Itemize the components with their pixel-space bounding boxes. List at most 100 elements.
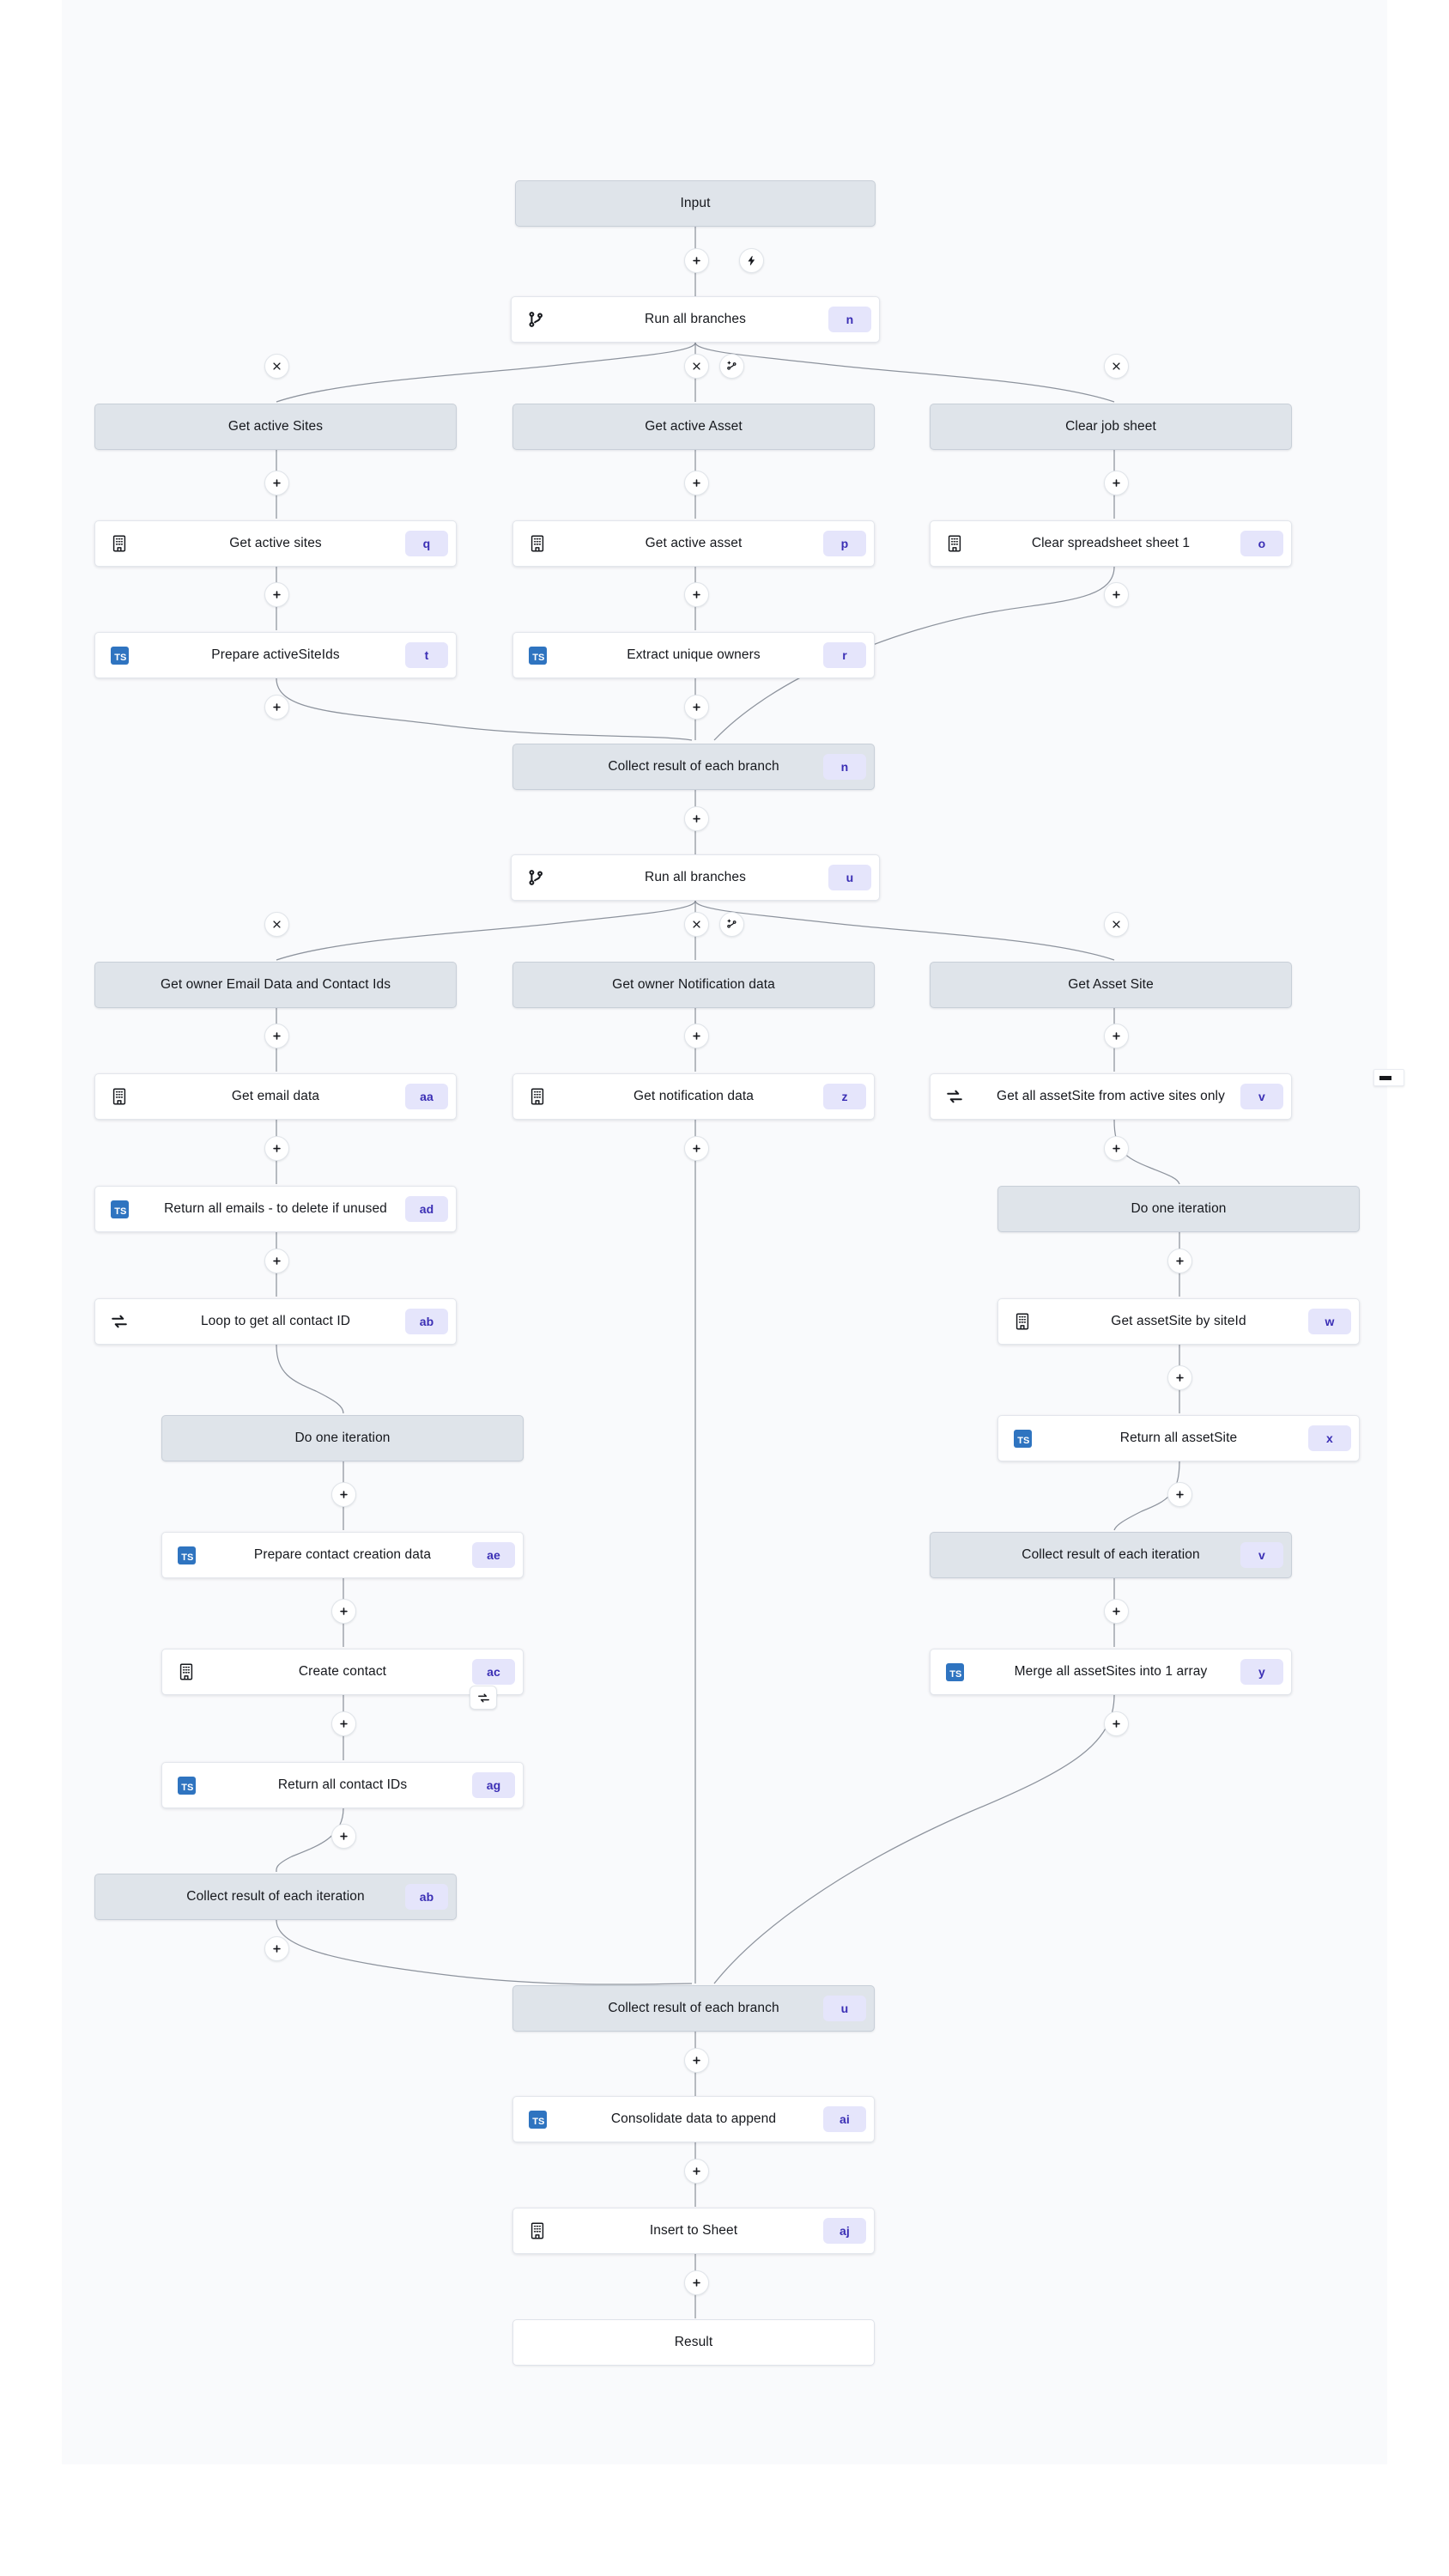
node-badge-collect-br1[interactable]: n bbox=[823, 754, 866, 780]
node-badge-runall1[interactable]: n bbox=[828, 307, 871, 332]
plus-icon-button[interactable] bbox=[264, 1249, 289, 1273]
plus-icon-button[interactable] bbox=[684, 2270, 709, 2295]
plus-icon-button[interactable] bbox=[684, 471, 709, 495]
node-badge-get-sites[interactable]: q bbox=[405, 531, 448, 556]
plus-icon-button[interactable] bbox=[264, 1936, 289, 1961]
node-badge-prep-ids[interactable]: t bbox=[405, 642, 448, 668]
plus-icon-button[interactable] bbox=[331, 1482, 356, 1507]
node-badge-collect-it-l[interactable]: ab bbox=[405, 1884, 448, 1910]
plus-icon-button[interactable] bbox=[684, 2048, 709, 2073]
node-badge-collect-br2[interactable]: u bbox=[823, 1996, 866, 2021]
node-badge-get-allas[interactable]: v bbox=[1240, 1084, 1283, 1109]
node-input[interactable]: Input bbox=[515, 180, 876, 227]
plus-icon-button[interactable] bbox=[1104, 1024, 1129, 1048]
close-icon-button[interactable] bbox=[264, 912, 289, 937]
plus-icon-button[interactable] bbox=[1104, 471, 1129, 495]
plus-icon-button[interactable] bbox=[1167, 1482, 1192, 1507]
plus-icon-button[interactable] bbox=[264, 1024, 289, 1048]
node-badge-merge-as[interactable]: y bbox=[1240, 1659, 1283, 1685]
retry-badge-create-cont[interactable] bbox=[470, 1686, 497, 1710]
plus-icon-button[interactable] bbox=[1167, 1249, 1192, 1273]
node-badge-insert-sheet[interactable]: aj bbox=[823, 2218, 866, 2244]
node-badge-prep-contact[interactable]: ae bbox=[472, 1542, 515, 1568]
node-badge-extract-own[interactable]: r bbox=[823, 642, 866, 668]
plus-icon-button[interactable] bbox=[684, 1024, 709, 1048]
plus-icon-button[interactable] bbox=[1104, 1599, 1129, 1624]
node-g-asset[interactable]: Get active Asset bbox=[512, 404, 875, 450]
node-badge-collect-it-r[interactable]: v bbox=[1240, 1542, 1283, 1568]
plus-icon-button[interactable] bbox=[1104, 1711, 1129, 1736]
plus-icon-button[interactable] bbox=[1104, 582, 1129, 607]
spreadsheet-icon bbox=[179, 1663, 193, 1680]
plus-icon-button[interactable] bbox=[264, 1136, 289, 1161]
plus-icon-button[interactable] bbox=[684, 2159, 709, 2184]
node-g-notif[interactable]: Get owner Notification data bbox=[512, 962, 875, 1008]
node-icon-get-allas bbox=[944, 1086, 965, 1107]
plus-icon-button[interactable] bbox=[684, 1136, 709, 1161]
node-g-sites[interactable]: Get active Sites bbox=[94, 404, 457, 450]
add-branch-icon-button[interactable] bbox=[719, 354, 744, 379]
node-g-email[interactable]: Get owner Email Data and Contact Ids bbox=[94, 962, 457, 1008]
node-badge-get-notif[interactable]: z bbox=[823, 1084, 866, 1109]
plus-icon-button[interactable] bbox=[1104, 1136, 1129, 1161]
close-icon-button[interactable] bbox=[684, 912, 709, 937]
node-get-allas[interactable]: Get all assetSite from active sites only… bbox=[930, 1073, 1292, 1120]
plus-icon-button[interactable] bbox=[684, 695, 709, 720]
plus-icon-button[interactable] bbox=[684, 806, 709, 831]
plus-icon-button[interactable] bbox=[331, 1711, 356, 1736]
node-badge-get-asset[interactable]: p bbox=[823, 531, 866, 556]
plus-icon-button[interactable] bbox=[1167, 1365, 1192, 1390]
node-badge-ret-emails[interactable]: ad bbox=[405, 1196, 448, 1222]
node-iter-left[interactable]: Do one iteration bbox=[161, 1415, 524, 1461]
node-badge-clear-sheet[interactable]: o bbox=[1240, 531, 1283, 556]
node-badge-ret-assite[interactable]: x bbox=[1308, 1425, 1351, 1451]
plus-icon-button[interactable] bbox=[264, 582, 289, 607]
node-iter-right[interactable]: Do one iteration bbox=[997, 1186, 1360, 1232]
node-badge-consolidate[interactable]: ai bbox=[823, 2106, 866, 2132]
node-result[interactable]: Result bbox=[512, 2319, 875, 2366]
plus-icon-button[interactable] bbox=[684, 248, 709, 273]
close-icon-button[interactable] bbox=[1104, 354, 1129, 379]
node-badge-runall2[interactable]: u bbox=[828, 865, 871, 890]
add-branch-icon-button[interactable] bbox=[719, 912, 744, 937]
node-badge-create-cont[interactable]: ac bbox=[472, 1659, 515, 1685]
close-icon-button[interactable] bbox=[684, 354, 709, 379]
lightning-icon-button[interactable] bbox=[739, 248, 764, 273]
node-badge-get-assitew[interactable]: w bbox=[1308, 1309, 1351, 1334]
plus-icon-button[interactable] bbox=[684, 582, 709, 607]
close-icon-button[interactable] bbox=[1104, 912, 1129, 937]
node-badge-ret-contids[interactable]: ag bbox=[472, 1772, 515, 1798]
plus-icon-button[interactable] bbox=[331, 1599, 356, 1624]
plus-icon-button[interactable] bbox=[264, 695, 289, 720]
node-badge-get-email[interactable]: aa bbox=[405, 1084, 448, 1109]
close-icon-button[interactable] bbox=[264, 354, 289, 379]
plus-icon-button[interactable] bbox=[264, 471, 289, 495]
node-badge-loop-contact[interactable]: ab bbox=[405, 1309, 448, 1334]
node-g-assetsite[interactable]: Get Asset Site bbox=[930, 962, 1292, 1008]
plus-icon-button[interactable] bbox=[331, 1824, 356, 1849]
node-g-clear[interactable]: Clear job sheet bbox=[930, 404, 1292, 450]
